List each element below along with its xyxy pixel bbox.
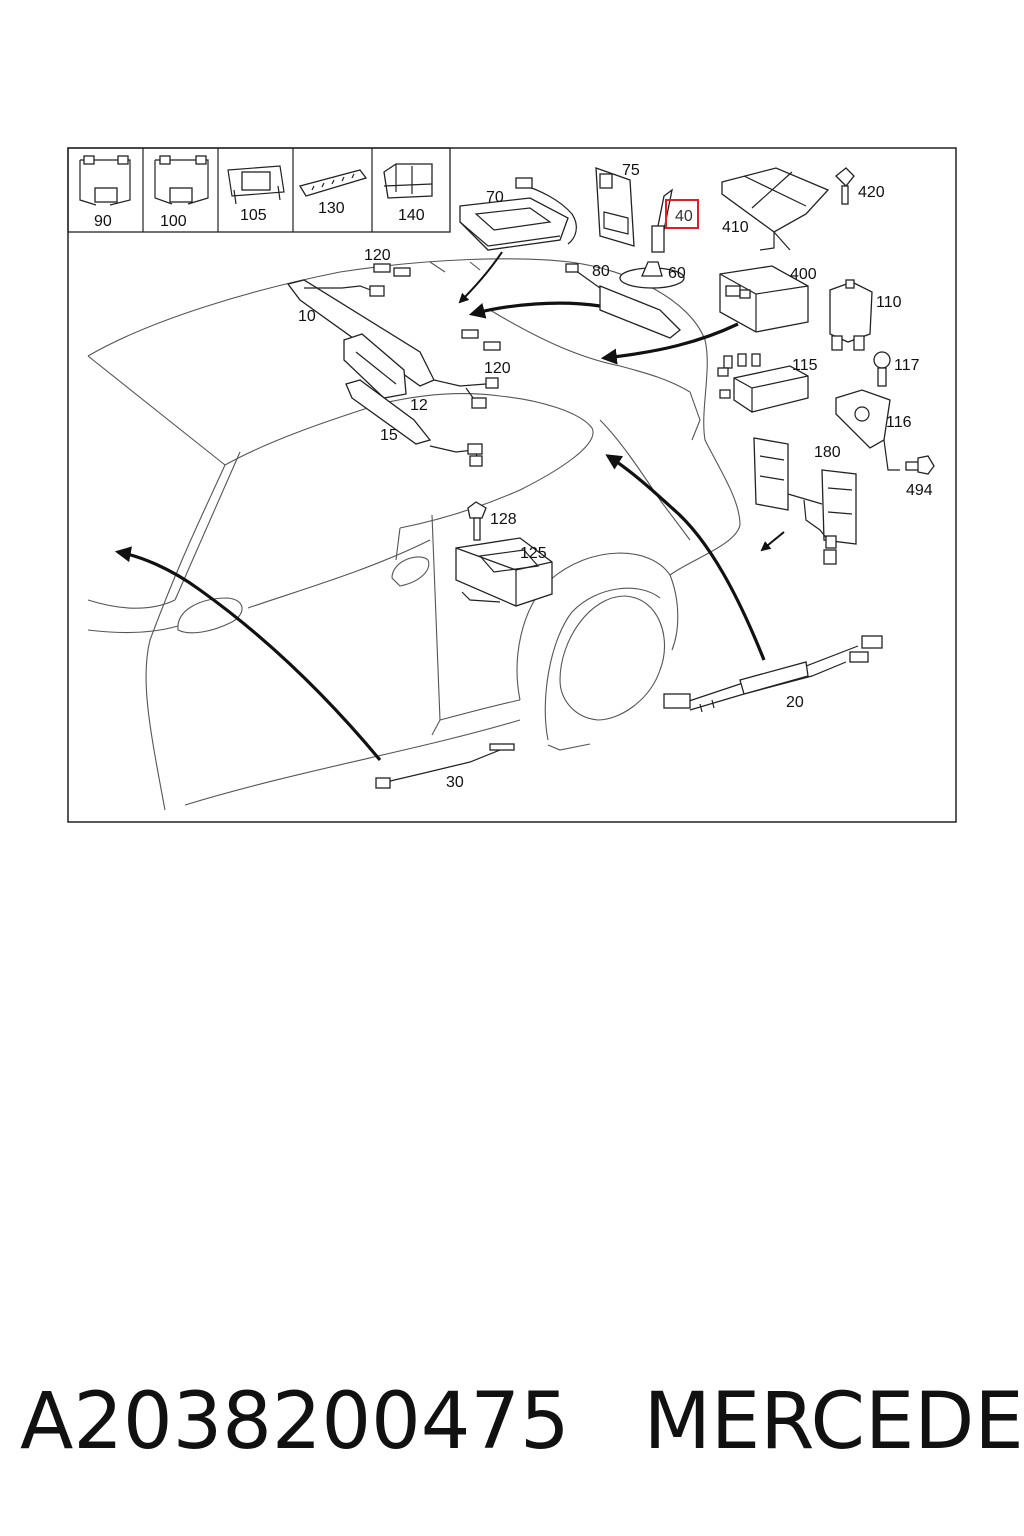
part-120-connector-mid-icon: [461, 329, 501, 351]
part-410-bracket-icon: [721, 167, 830, 251]
callout-60: 60: [668, 265, 686, 282]
callout-110: 110: [876, 294, 902, 311]
thumb-105-holder-icon: [227, 165, 285, 205]
direction-arrows: [114, 251, 785, 762]
callout-20: 20: [786, 694, 804, 711]
part-125-module-icon: [455, 537, 553, 607]
callout-117: 117: [894, 357, 920, 374]
part-30-cable-icon: [375, 743, 515, 789]
part-number-caption: A2038200475 MERCEDES: [20, 1372, 1024, 1472]
callout-494: 494: [906, 482, 933, 499]
callout-120-top: 120: [364, 247, 391, 264]
callout-120-mid: 120: [484, 360, 511, 377]
part-15-harness-icon: [345, 379, 483, 467]
part-110-connector-box-icon: [829, 279, 873, 351]
part-70-antenna-module-icon: [459, 177, 577, 251]
part-180-antenna-pads-icon: [753, 437, 857, 565]
part-10-harness-icon: [286, 279, 499, 409]
callout-75: 75: [622, 162, 640, 179]
part-80-antenna-strip-icon: [565, 263, 681, 339]
thumb-label-90: 90: [94, 213, 112, 230]
brand-name: MERCEDES: [643, 1377, 1024, 1467]
callout-40: 40: [675, 208, 693, 225]
part-75-module-icon: [595, 167, 635, 247]
thumb-label-130: 130: [318, 200, 345, 217]
thumb-label-100: 100: [160, 213, 187, 230]
callout-125: 125: [520, 545, 547, 562]
part-400-receiver-icon: [719, 265, 809, 333]
thumb-140-clip-icon: [383, 163, 433, 199]
callout-15: 15: [380, 427, 398, 444]
callout-116: 116: [886, 414, 912, 431]
part-420-bolt-icon: [835, 167, 855, 205]
callout-70: 70: [486, 189, 504, 206]
thumb-90-bracket-icon: [79, 155, 131, 206]
part-20-harness-icon: [663, 635, 883, 713]
part-128-bolt-icon: [467, 501, 487, 541]
part-116-bracket-icon: [835, 389, 900, 471]
highlight-box-40: [665, 199, 699, 229]
thumbnail-strip: 90 100 105 130 140: [67, 147, 451, 233]
callout-80: 80: [592, 263, 610, 280]
thumb-label-140: 140: [398, 207, 425, 224]
callout-128: 128: [490, 511, 517, 528]
callout-12: 12: [410, 397, 428, 414]
part-number: A2038200475: [20, 1377, 570, 1467]
callout-410: 410: [722, 219, 749, 236]
callout-420: 420: [858, 184, 885, 201]
part-12-plate-icon: [343, 333, 407, 399]
part-115-module-icon: [717, 353, 809, 413]
part-117-screw-icon: [873, 351, 891, 387]
thumb-130-strip-icon: [298, 169, 368, 197]
part-120-connector-top-icon: [373, 263, 411, 277]
callout-30: 30: [446, 774, 464, 791]
callout-10: 10: [298, 308, 316, 325]
part-40-antenna-rod-icon: [651, 188, 673, 253]
callout-400: 400: [790, 266, 817, 283]
callout-115: 115: [792, 357, 818, 374]
diagram-frame: [67, 147, 957, 823]
callout-180: 180: [814, 444, 841, 461]
part-494-bolt-icon: [905, 455, 935, 475]
thumb-label-105: 105: [240, 207, 267, 224]
car-body-outline: [87, 258, 741, 811]
part-60-antenna-base-icon: [619, 261, 685, 289]
thumb-100-bracket-icon: [154, 155, 209, 205]
